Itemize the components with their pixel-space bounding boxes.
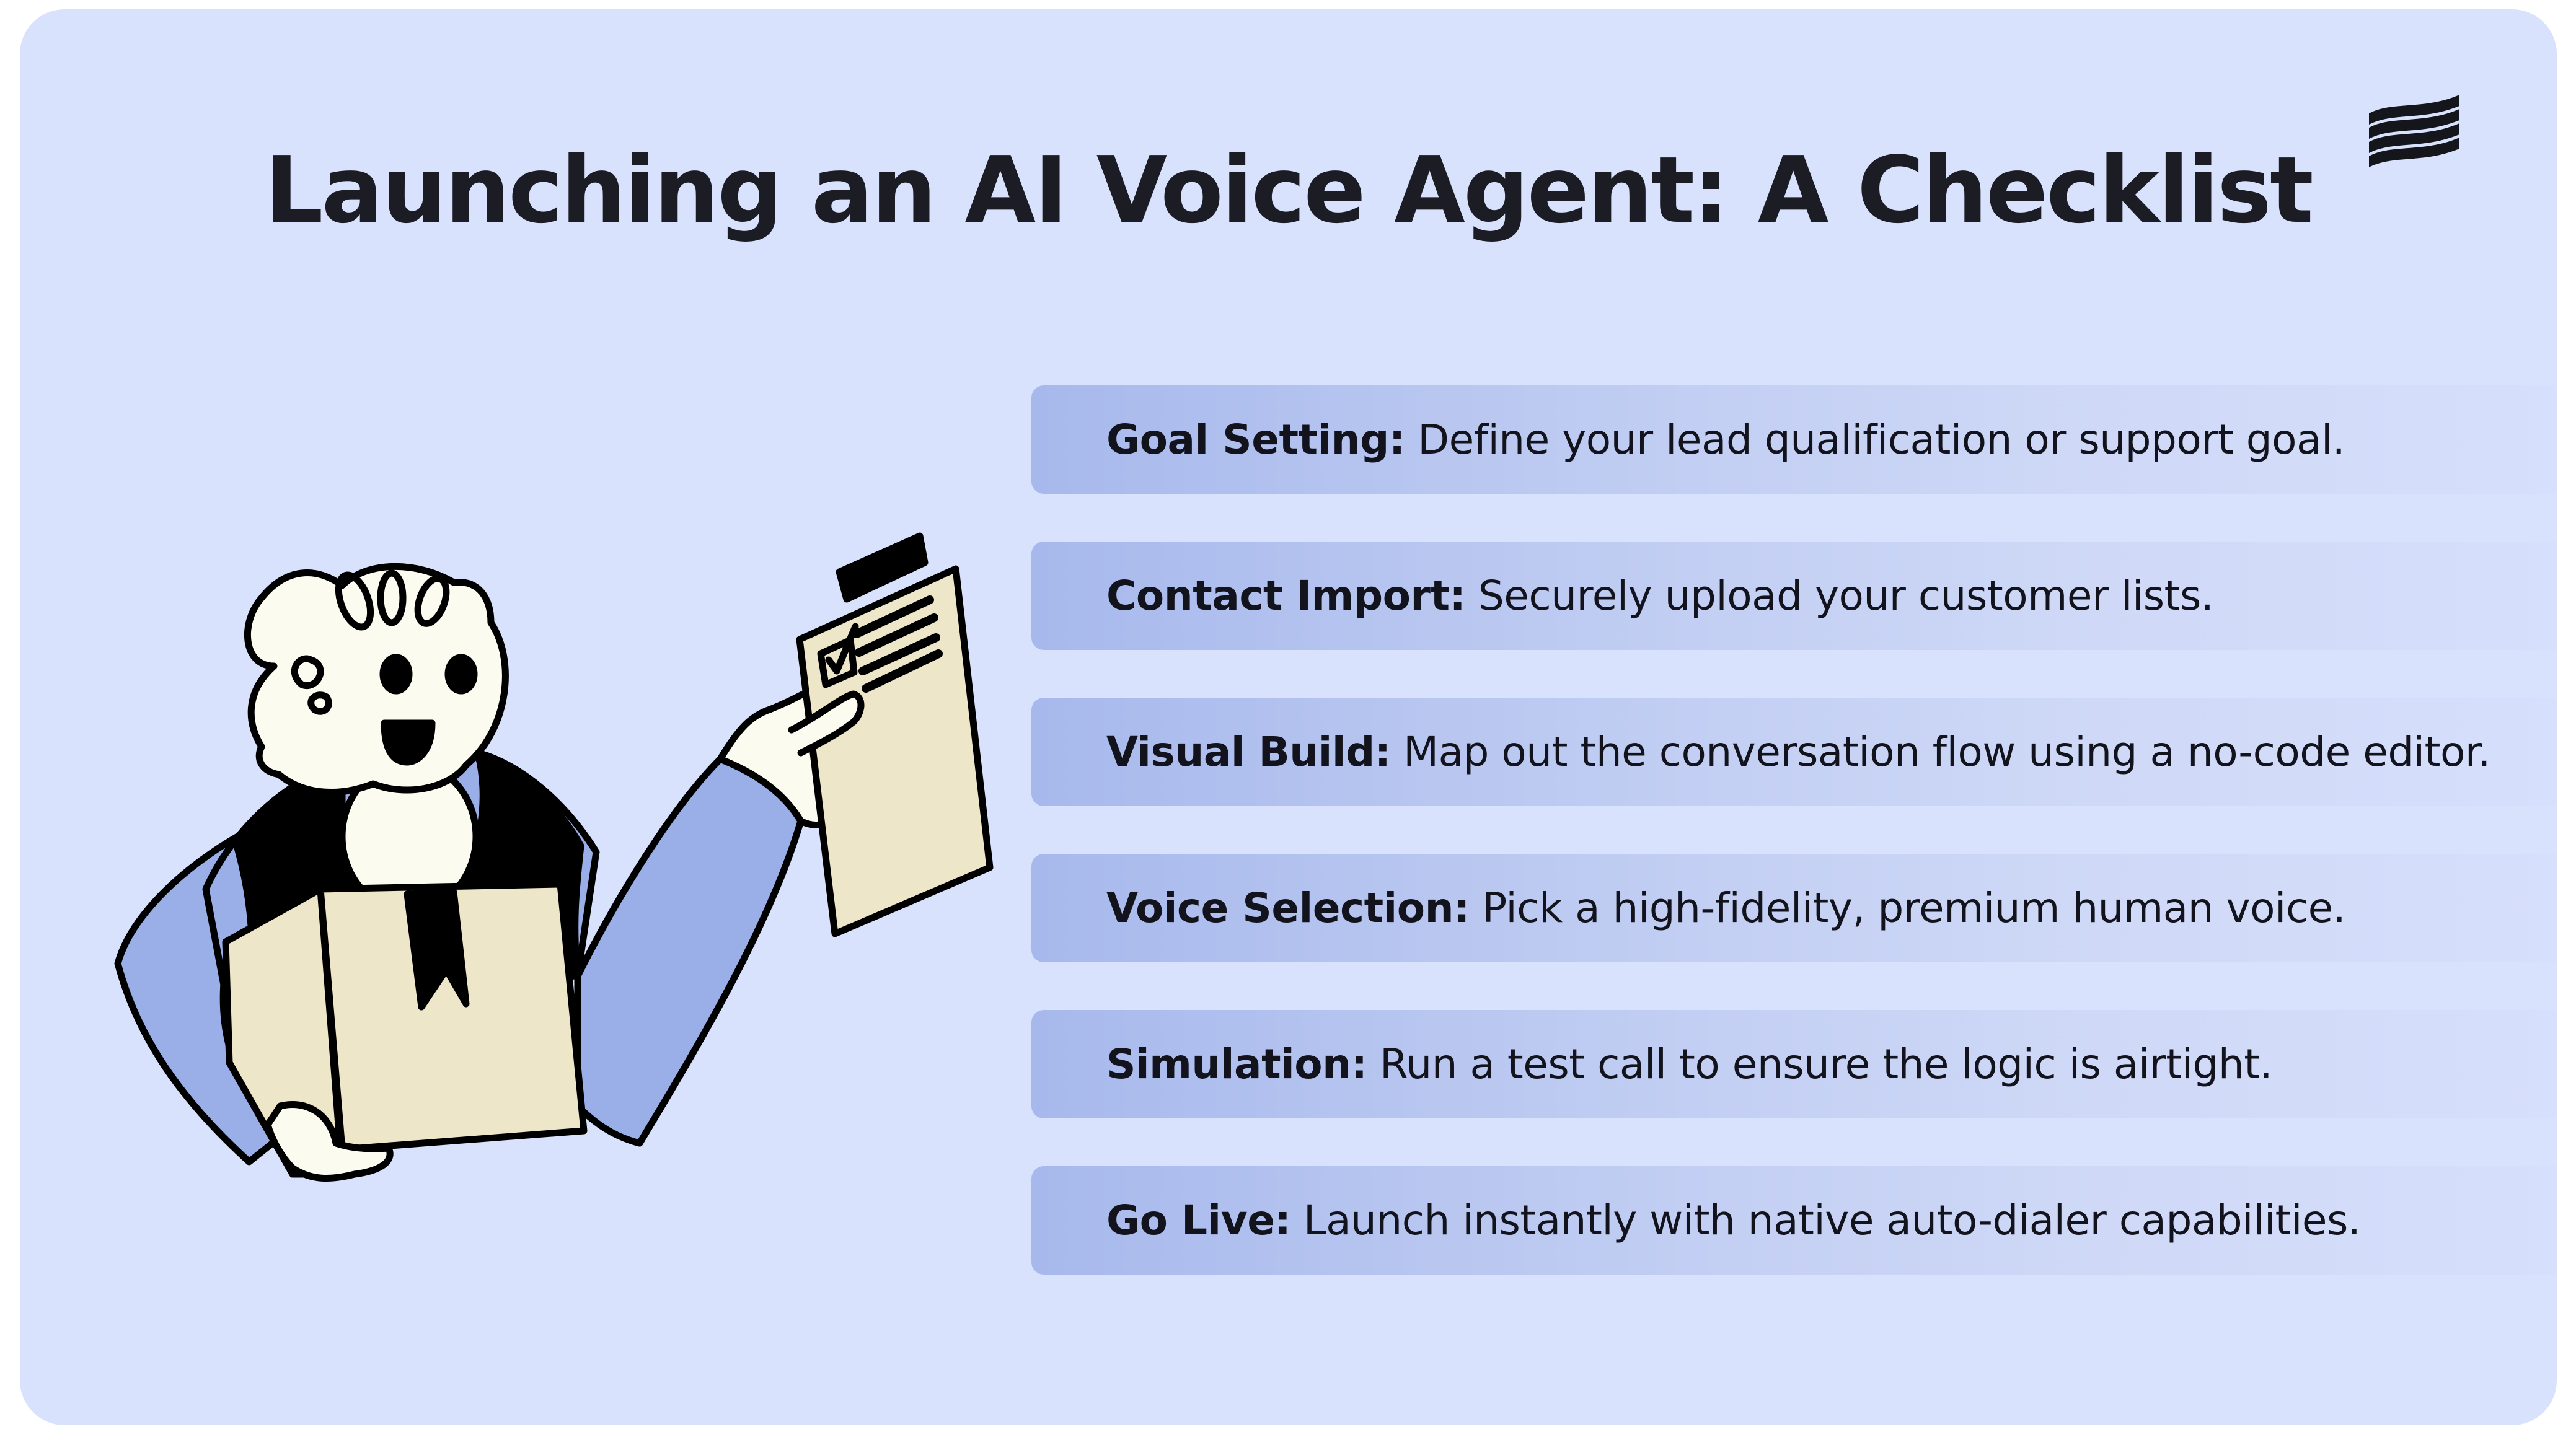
slide-card: Launching an AI Voice Agent: A Checklist [20, 9, 2557, 1425]
item-description: Map out the conversation flow using a no… [1390, 728, 2490, 776]
item-description: Run a test call to ensure the logic is a… [1367, 1040, 2273, 1088]
item-label: Contact Import: [1106, 572, 1466, 620]
item-label: Voice Selection: [1106, 884, 1470, 932]
thumb [788, 690, 865, 757]
item-label: Goal Setting: [1106, 416, 1405, 463]
item-description: Pick a high-fidelity, premium human voic… [1470, 884, 2346, 932]
person-holding-box-and-clipboard-illustration [114, 532, 994, 1182]
wave-lines-logo-icon [2369, 95, 2459, 167]
right-sleeve [574, 755, 805, 1147]
checklist-item-goal-setting: Goal Setting: Define your lead qualifica… [1031, 385, 2557, 494]
right-eye [444, 654, 478, 695]
mouth [381, 719, 436, 766]
checklist: Goal Setting: Define your lead qualifica… [1031, 385, 2557, 1322]
checklist-item-contact-import: Contact Import: Securely upload your cus… [1031, 542, 2557, 650]
page-title: Launching an AI Voice Agent: A Checklist [265, 137, 2314, 244]
checkbox-icon [817, 623, 859, 688]
checklist-item-go-live: Go Live: Launch instantly with native au… [1031, 1166, 2557, 1275]
left-eye [379, 654, 413, 695]
item-label: Visual Build: [1106, 728, 1391, 776]
item-label: Simulation: [1106, 1040, 1367, 1088]
left-hand-icon [264, 1101, 394, 1182]
item-description: Securely upload your customer lists. [1465, 572, 2214, 620]
item-label: Go Live: [1106, 1196, 1291, 1244]
checklist-item-simulation: Simulation: Run a test call to ensure th… [1031, 1010, 2557, 1118]
box-icon [222, 880, 588, 1178]
item-description: Launch instantly with native auto-dialer… [1290, 1196, 2361, 1244]
item-description: Define your lead qualification or suppor… [1405, 416, 2345, 463]
person-head-icon [244, 563, 509, 796]
clipboard-icon [796, 532, 994, 937]
checklist-item-voice-selection: Voice Selection: Pick a high-fidelity, p… [1031, 854, 2557, 962]
checklist-item-visual-build: Visual Build: Map out the conversation f… [1031, 698, 2557, 806]
